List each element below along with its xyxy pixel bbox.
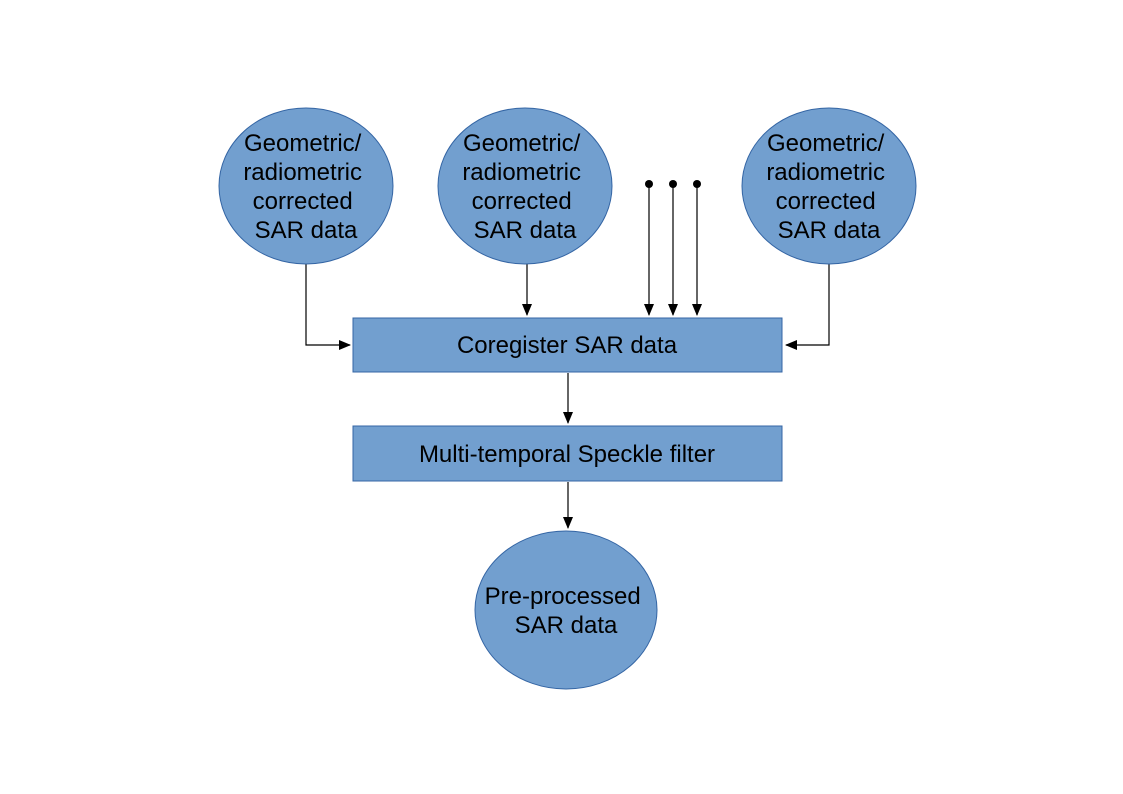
output-node-line-1: Pre-processed xyxy=(485,583,641,610)
svg-text:Geometric/ radiometric: Geometric/ radiometric corrected SAR dat… xyxy=(462,130,587,244)
ellipsis-dot xyxy=(645,180,653,188)
connectors xyxy=(305,184,830,529)
connector-input-1-to-coregister xyxy=(305,264,351,350)
input-node-2: Geometric/ radiometric corrected SAR dat… xyxy=(437,107,613,265)
svg-text:Pre-processed SAR data: Pre-processed SAR data xyxy=(485,583,648,639)
input-node-1: Geometric/ radiometric corrected SAR dat… xyxy=(218,107,394,265)
step-coregister: Coregister SAR data xyxy=(352,317,783,373)
input-node-1-line-3: corrected xyxy=(253,188,353,215)
svg-text:Geometric/ radiometric: Geometric/ radiometric corrected SAR dat… xyxy=(766,130,891,244)
input-node-3-line-3: corrected xyxy=(776,188,876,215)
input-node-1-line-4: SAR data xyxy=(255,217,358,244)
step-coregister-box xyxy=(352,317,783,373)
output-node: Pre-processed SAR data xyxy=(474,530,658,690)
input-node-1-line-1: Geometric/ xyxy=(244,130,362,157)
ellipsis-dot xyxy=(693,180,701,188)
input-node-2-line-2: radiometric xyxy=(462,159,581,186)
input-node-3-line-1: Geometric/ xyxy=(767,130,885,157)
ellipsis-dots-icon xyxy=(645,180,701,188)
input-node-2-line-1: Geometric/ xyxy=(463,130,581,157)
svg-text:Geometric/ radiometric: Geometric/ radiometric corrected SAR dat… xyxy=(243,130,368,244)
step-speckle-filter-box xyxy=(352,425,783,482)
input-node-3: Geometric/ radiometric corrected SAR dat… xyxy=(741,107,917,265)
input-node-1-shape xyxy=(218,107,394,265)
ellipsis-dot xyxy=(669,180,677,188)
step-coregister-label: Coregister SAR data xyxy=(457,332,678,359)
output-node-line-2: SAR data xyxy=(515,612,618,639)
step-speckle-filter: Multi-temporal Speckle filter xyxy=(352,425,783,482)
input-node-3-line-2: radiometric xyxy=(766,159,885,186)
input-node-3-line-4: SAR data xyxy=(778,217,881,244)
connector-input-3-to-coregister xyxy=(785,264,830,350)
input-node-2-shape xyxy=(437,107,613,265)
input-node-2-line-3: corrected xyxy=(472,188,572,215)
input-node-1-line-2: radiometric xyxy=(243,159,362,186)
input-node-3-shape xyxy=(741,107,917,265)
step-speckle-filter-label: Multi-temporal Speckle filter xyxy=(419,441,715,468)
output-node-shape xyxy=(474,530,658,690)
input-node-2-line-4: SAR data xyxy=(474,217,577,244)
